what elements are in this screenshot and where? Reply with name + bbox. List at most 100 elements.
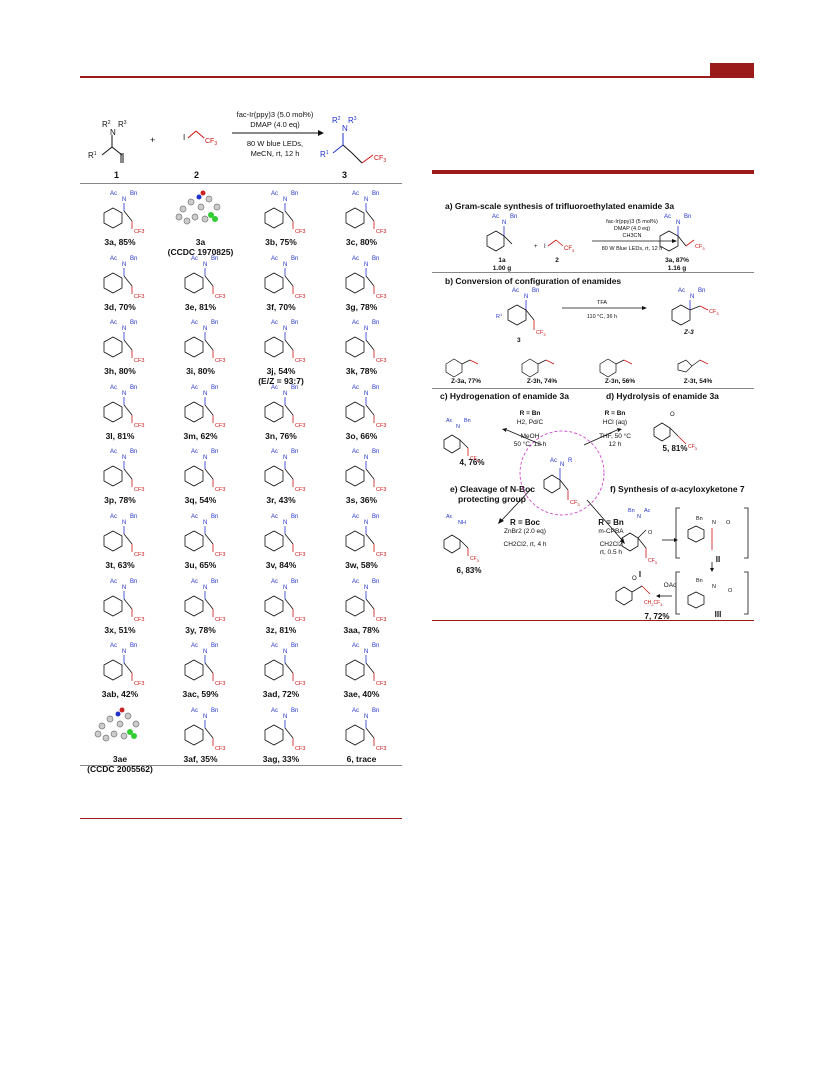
svg-text:Ac: Ac bbox=[352, 579, 359, 585]
svg-text:Bn: Bn bbox=[211, 514, 218, 520]
svg-text:N: N bbox=[676, 220, 680, 226]
svg-text:N: N bbox=[203, 262, 207, 268]
compound-label: 3aa, 78% bbox=[343, 624, 380, 635]
compound-label: 3ae, 40% bbox=[343, 689, 380, 700]
panel-b-cond1: TFA bbox=[597, 300, 607, 306]
svg-text:Ac: Ac bbox=[191, 385, 198, 391]
svg-text:N: N bbox=[283, 455, 287, 461]
panel-a-p: 3a, 87% bbox=[665, 257, 689, 264]
product-label: 3 bbox=[342, 170, 347, 180]
svg-text:Ac: Ac bbox=[110, 579, 117, 585]
svg-text:CF3: CF3 bbox=[134, 487, 144, 493]
svg-text:N: N bbox=[364, 391, 368, 397]
svg-text:CF3: CF3 bbox=[376, 746, 386, 752]
panel-e-title2: protecting group bbox=[458, 494, 526, 504]
compound-label: 3n, 76% bbox=[265, 430, 297, 441]
compound-label: 3j, 54% bbox=[266, 366, 296, 377]
svg-text:CF3: CF3 bbox=[376, 294, 386, 300]
svg-text:Ac: Ac bbox=[110, 320, 117, 326]
svg-text:Ac: Ac bbox=[446, 514, 453, 520]
svg-text:N: N bbox=[203, 455, 207, 461]
compound-label: 3u, 65% bbox=[184, 560, 217, 570]
compound-label: 3ag, 33% bbox=[262, 753, 300, 764]
panel-e-cond2: CH2Cl2, rt, 4 h bbox=[503, 541, 547, 548]
svg-text:Bn: Bn bbox=[211, 449, 218, 455]
svg-text:Ac: Ac bbox=[191, 514, 198, 520]
svg-text:CF3: CF3 bbox=[215, 746, 225, 752]
svg-text:R3: R3 bbox=[348, 116, 357, 125]
intermediate-ii: II bbox=[715, 555, 721, 564]
svg-text:CF3: CF3 bbox=[570, 500, 580, 507]
compound-label: 3ab, 42% bbox=[101, 689, 139, 700]
svg-text:N: N bbox=[690, 294, 694, 300]
svg-text:N: N bbox=[637, 514, 641, 520]
panel-f-oac: OAc bbox=[663, 582, 677, 589]
svg-text:Ac: Ac bbox=[191, 449, 198, 455]
compound-label: 6, trace bbox=[346, 753, 377, 764]
compound-label: 3k, 78% bbox=[345, 366, 378, 377]
left-footer-rule bbox=[80, 818, 402, 819]
svg-text:Ac: Ac bbox=[191, 708, 198, 714]
intermediate-i: I bbox=[638, 570, 642, 579]
svg-text:CF3: CF3 bbox=[536, 330, 546, 337]
svg-text:Ac: Ac bbox=[271, 385, 278, 391]
svg-text:Bn: Bn bbox=[211, 708, 218, 714]
svg-text:Bn: Bn bbox=[211, 320, 218, 326]
svg-text:Bn: Bn bbox=[130, 514, 137, 520]
compound-label: 3s, 36% bbox=[345, 495, 378, 506]
svg-text:CF3: CF3 bbox=[205, 138, 217, 147]
svg-text:Bn: Bn bbox=[291, 708, 298, 714]
svg-text:N: N bbox=[122, 455, 126, 461]
svg-text:Ac: Ac bbox=[271, 579, 278, 585]
svg-text:CF3: CF3 bbox=[134, 294, 144, 300]
compound-label: 3q, 54% bbox=[184, 495, 217, 506]
svg-text:Ac: Ac bbox=[352, 385, 359, 391]
panel-ab-rule bbox=[432, 272, 754, 273]
panel-a-title: a) Gram-scale synthesis of trifluoroethy… bbox=[445, 201, 675, 211]
svg-text:Ac: Ac bbox=[352, 256, 359, 262]
svg-text:Bn: Bn bbox=[372, 256, 379, 262]
scope-bottom-rule bbox=[80, 765, 402, 766]
svg-text:Bn: Bn bbox=[291, 579, 298, 585]
svg-text:CF3: CF3 bbox=[134, 423, 144, 429]
panel-b-p: Z-3 bbox=[683, 329, 694, 336]
svg-text:Ac: Ac bbox=[446, 418, 453, 424]
svg-text:CF3: CF3 bbox=[215, 423, 225, 429]
svg-text:CF3: CF3 bbox=[215, 294, 225, 300]
plus-sign: + bbox=[150, 135, 155, 145]
scope-top-rule bbox=[80, 183, 402, 184]
svg-text:+: + bbox=[534, 244, 538, 250]
svg-text:N: N bbox=[122, 262, 126, 268]
svg-text:CF3: CF3 bbox=[648, 558, 658, 565]
svg-text:R1: R1 bbox=[496, 312, 503, 320]
svg-text:Ac: Ac bbox=[678, 288, 685, 294]
svg-text:I: I bbox=[183, 133, 185, 142]
svg-text:N: N bbox=[283, 649, 287, 655]
panel-a-r1-mass: 1.00 g bbox=[493, 265, 511, 272]
right-footer-rule bbox=[432, 620, 754, 621]
scheme-header-bar bbox=[432, 170, 754, 174]
cond-solvent: MeCN, rt, 12 h bbox=[251, 149, 300, 158]
svg-text:Bn: Bn bbox=[291, 449, 298, 455]
svg-text:CF3: CF3 bbox=[295, 423, 305, 429]
svg-text:Bn: Bn bbox=[291, 643, 298, 649]
svg-text:CF3: CF3 bbox=[215, 358, 225, 364]
svg-text:R2: R2 bbox=[102, 120, 111, 129]
svg-text:Ac: Ac bbox=[191, 643, 198, 649]
svg-text:N: N bbox=[203, 585, 207, 591]
svg-text:Bn: Bn bbox=[696, 578, 703, 584]
svg-text:Ac: Ac bbox=[110, 191, 117, 197]
svg-text:O: O bbox=[670, 412, 675, 418]
panel-bc-rule bbox=[432, 388, 754, 389]
